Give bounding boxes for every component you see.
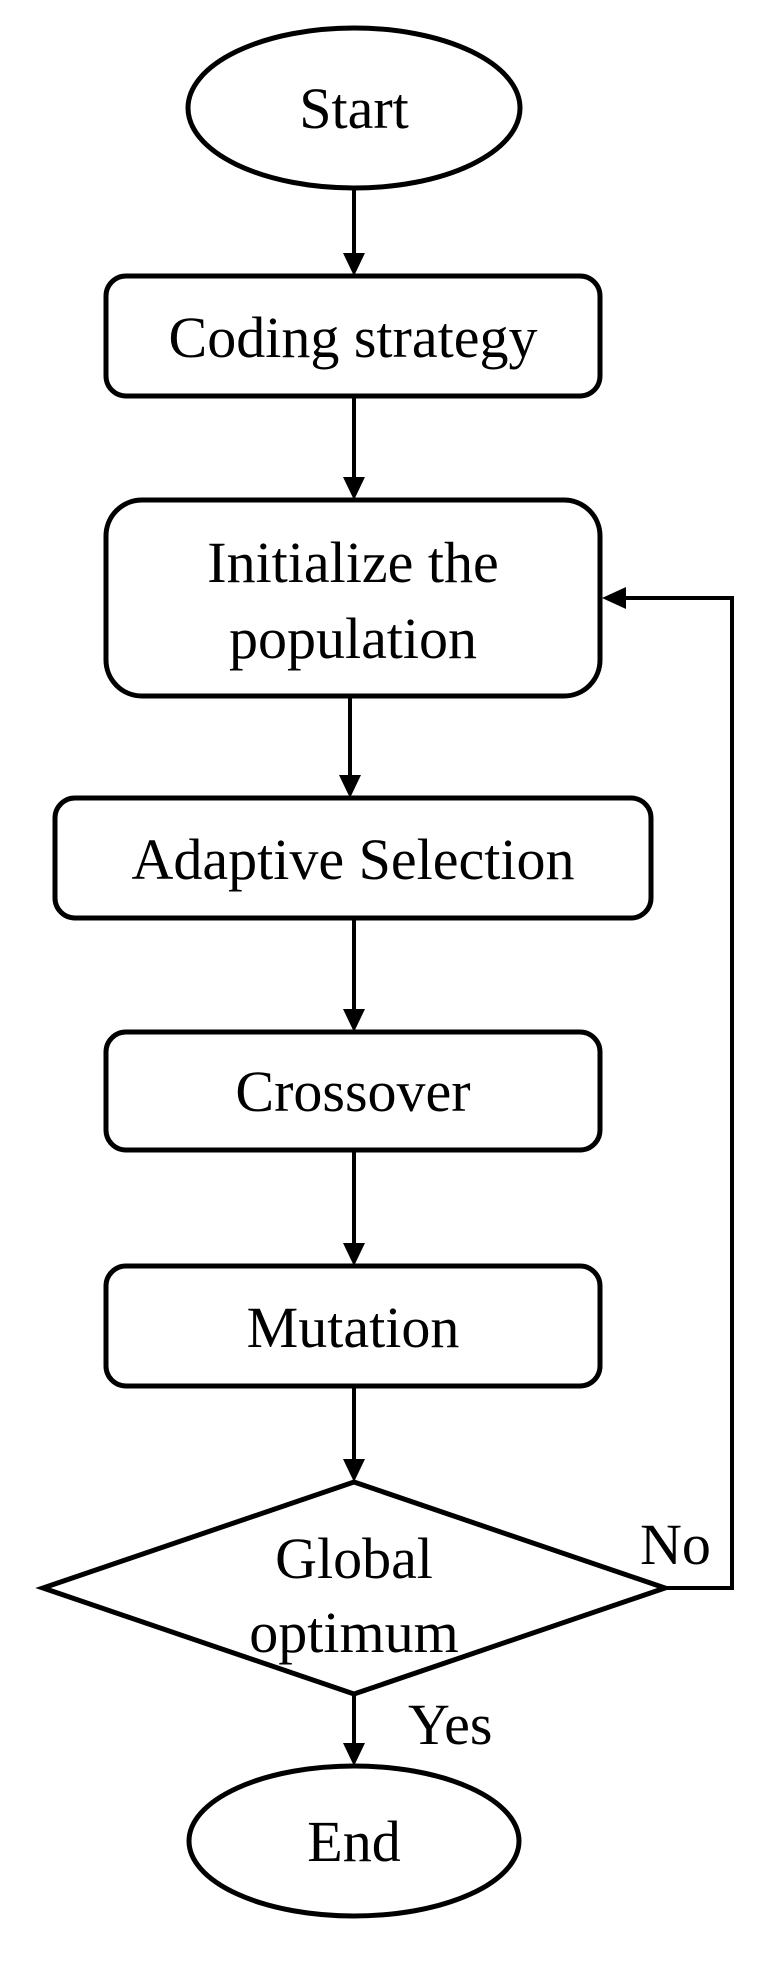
initialize-population-node: Initialize the population xyxy=(103,497,603,699)
yes-label: Yes xyxy=(408,1692,492,1757)
arrow-selection-to-crossover xyxy=(343,918,365,1032)
no-label: No xyxy=(640,1512,711,1577)
mutation-label: Mutation xyxy=(247,1295,460,1360)
arrowhead xyxy=(339,775,361,798)
arrowhead xyxy=(343,1243,365,1266)
global-optimum-line1: Global xyxy=(275,1526,433,1591)
mutation-node: Mutation xyxy=(103,1263,603,1389)
crossover-label: Crossover xyxy=(235,1059,470,1124)
arrowhead xyxy=(343,477,365,500)
initialize-population-line1: Initialize the xyxy=(207,530,498,595)
start-node: Start xyxy=(185,25,523,191)
arrow-crossover-to-mutation xyxy=(343,1150,365,1266)
end-label: End xyxy=(307,1809,400,1874)
arrow-start-to-coding xyxy=(343,188,365,276)
arrowhead xyxy=(343,253,365,276)
no-loop-arrow xyxy=(602,587,734,1590)
arrowhead xyxy=(343,1459,365,1482)
global-optimum-decision: Global optimum xyxy=(35,1479,673,1697)
arrowhead xyxy=(343,1743,365,1766)
arrowhead xyxy=(343,1009,365,1032)
crossover-node: Crossover xyxy=(103,1029,603,1153)
coding-strategy-node: Coding strategy xyxy=(103,273,603,399)
adaptive-selection-label: Adaptive Selection xyxy=(132,827,575,892)
global-optimum-line2: optimum xyxy=(249,1600,458,1665)
start-label: Start xyxy=(299,76,409,141)
coding-strategy-label: Coding strategy xyxy=(169,305,538,370)
arrow-coding-to-init xyxy=(343,396,365,500)
arrow-mutation-to-decision xyxy=(343,1386,365,1482)
arrow-decision-to-end xyxy=(343,1694,365,1766)
adaptive-selection-node: Adaptive Selection xyxy=(52,795,654,921)
arrowhead xyxy=(602,587,626,609)
arrow-init-to-selection xyxy=(339,696,361,798)
end-node: End xyxy=(186,1763,522,1919)
initialize-population-line2: population xyxy=(229,606,477,671)
